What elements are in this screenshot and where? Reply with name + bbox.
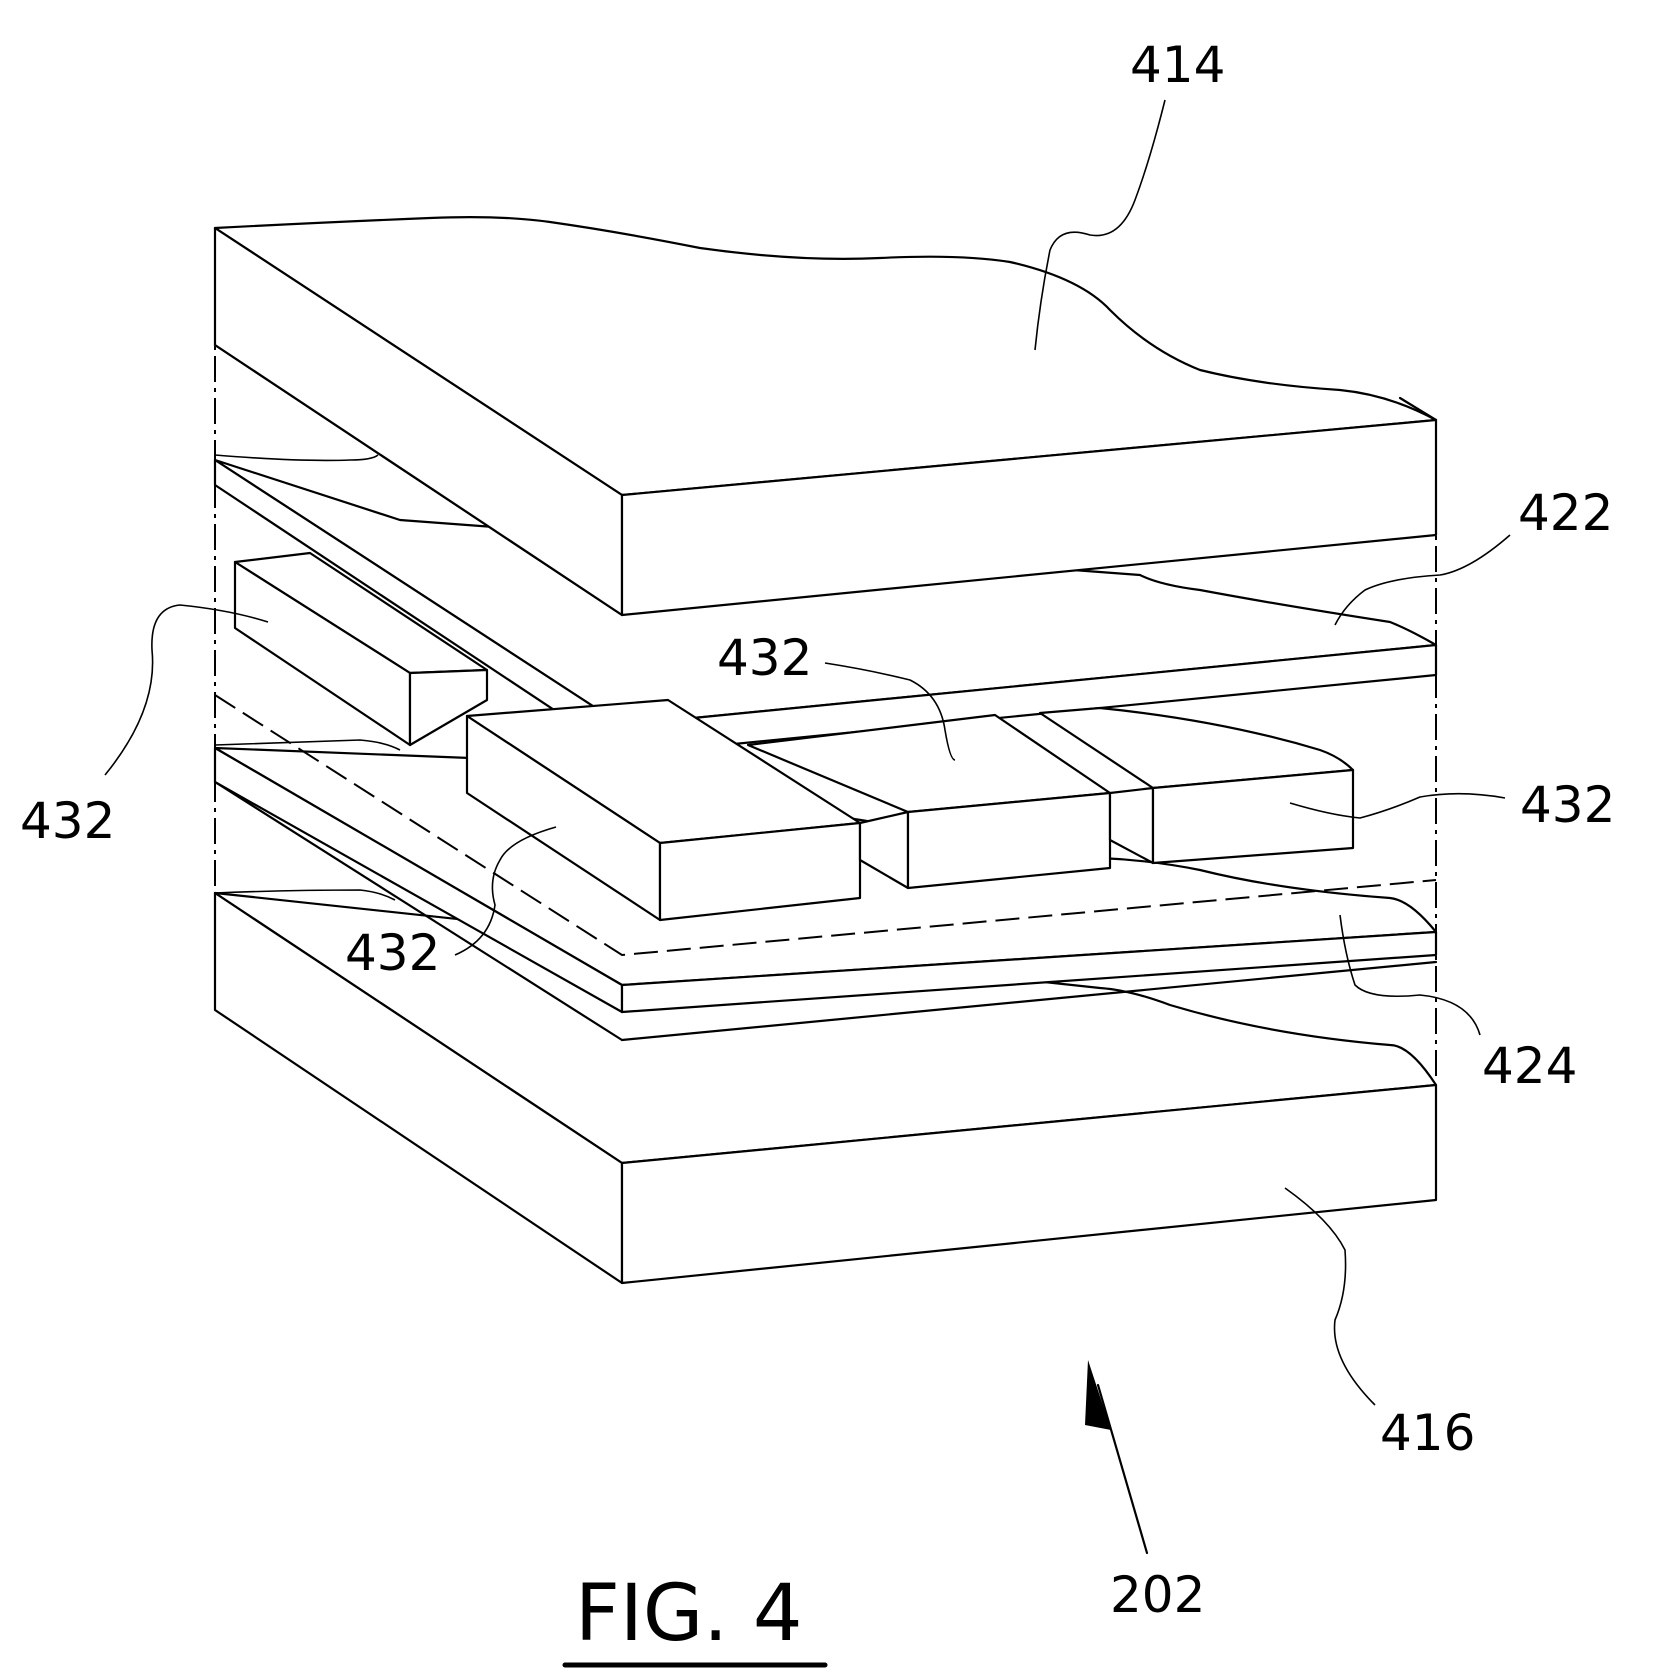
leader-422 bbox=[1335, 535, 1510, 625]
label-432-right: 432 bbox=[1520, 776, 1615, 834]
assembly-arrow-shaft bbox=[1098, 1385, 1147, 1553]
leader-416 bbox=[1285, 1188, 1375, 1405]
label-416: 416 bbox=[1380, 1404, 1475, 1462]
label-432-center: 432 bbox=[717, 629, 812, 687]
upper-sheet-wave bbox=[215, 455, 378, 460]
label-202: 202 bbox=[1110, 1566, 1205, 1624]
label-422: 422 bbox=[1518, 484, 1613, 542]
label-432-left-front: 432 bbox=[345, 924, 440, 982]
figure-caption: FIG. 4 bbox=[565, 1569, 825, 1665]
label-432-left-rear: 432 bbox=[20, 792, 115, 850]
figure-caption-text: FIG. 4 bbox=[575, 1569, 803, 1659]
label-414: 414 bbox=[1130, 36, 1225, 94]
assembly-arrow-head bbox=[1085, 1360, 1111, 1430]
label-424: 424 bbox=[1482, 1037, 1577, 1095]
bar-right-left bbox=[1110, 788, 1153, 863]
assembly-arrow bbox=[1085, 1360, 1147, 1553]
